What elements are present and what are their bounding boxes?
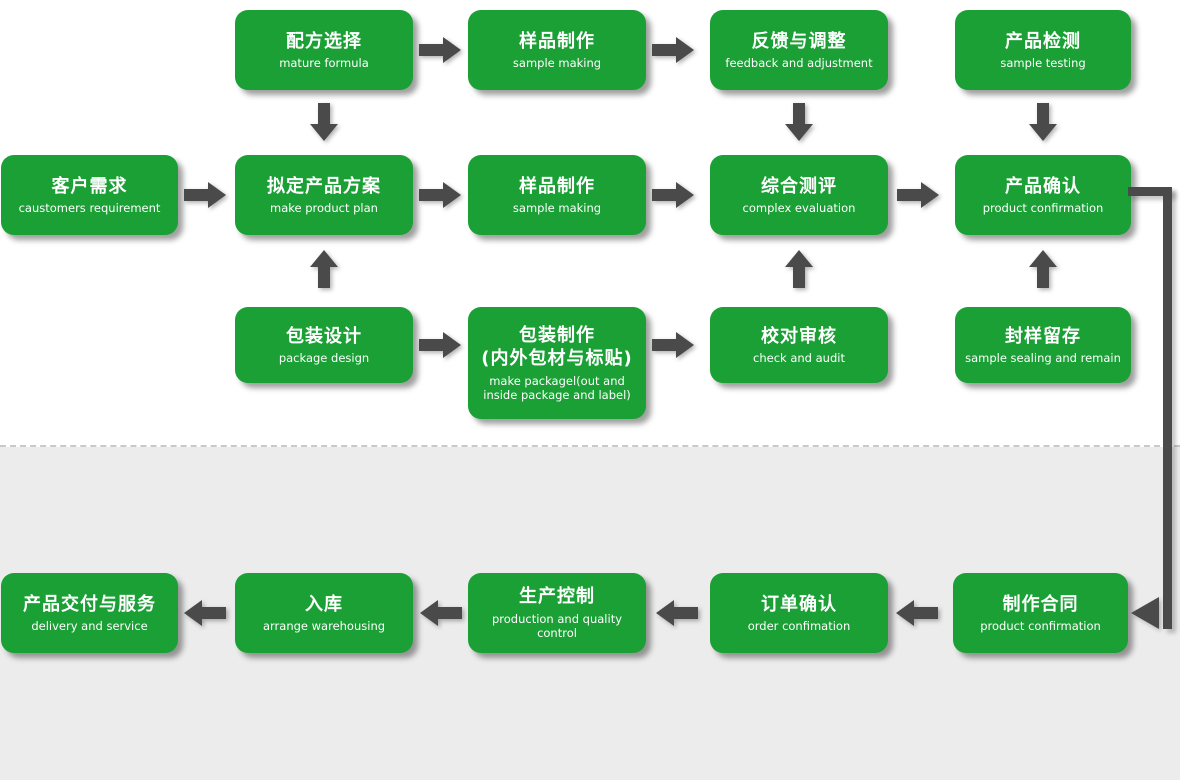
node-package-design: 包装设计 package design	[235, 307, 413, 383]
node-title: 校对审核	[761, 325, 837, 347]
arrow-up-icon	[310, 250, 338, 288]
node-subtitle: delivery and service	[31, 619, 148, 633]
node-subtitle: product confirmation	[980, 619, 1101, 633]
arrow-down-icon	[1029, 103, 1057, 141]
node-subtitle: package design	[278, 351, 370, 365]
node-product-testing: 产品检测 sample testing	[955, 10, 1131, 90]
node-subtitle: check and audit	[753, 351, 845, 365]
arrow-right-icon	[652, 37, 694, 63]
node-sample-sealing: 封样留存 sample sealing and remain	[955, 307, 1131, 383]
node-title: 拟定产品方案	[267, 175, 381, 197]
connector-horizontal-segment	[1128, 187, 1172, 196]
arrow-right-icon	[419, 37, 461, 63]
arrow-up-icon	[1029, 250, 1057, 288]
node-customer-requirement: 客户需求 caustomers requirement	[1, 155, 178, 235]
connector-vertical-segment	[1163, 187, 1172, 629]
node-make-contract: 制作合同 product confirmation	[953, 573, 1128, 653]
node-title: 产品确认	[1005, 175, 1081, 197]
node-title: 综合测评	[761, 175, 837, 197]
node-title: 样品制作	[519, 30, 595, 52]
section-divider-dashed-line	[0, 445, 1180, 447]
node-title: 制作合同	[1002, 593, 1079, 615]
node-subtitle: feedback and adjustment	[725, 56, 873, 70]
node-subtitle: sample sealing and remain	[965, 351, 1121, 365]
arrow-right-icon	[652, 332, 694, 358]
node-product-plan: 拟定产品方案 make product plan	[235, 155, 413, 235]
node-warehousing: 入库 arrange warehousing	[235, 573, 413, 653]
node-title: 生产控制	[519, 586, 595, 608]
arrow-right-icon	[419, 332, 461, 358]
node-sample-making-1: 样品制作 sample making	[468, 10, 646, 90]
node-formula-selection: 配方选择 mature formula	[235, 10, 413, 90]
node-complex-evaluation: 综合测评 complex evaluation	[710, 155, 888, 235]
arrow-left-icon	[420, 600, 462, 626]
node-title: 订单确认	[761, 593, 837, 615]
node-title: 包装设计	[286, 325, 362, 347]
node-subtitle: caustomers requirement	[18, 201, 161, 215]
arrow-right-icon	[897, 182, 939, 208]
node-product-confirmation-top: 产品确认 product confirmation	[955, 155, 1131, 235]
node-subtitle: production and quality control	[491, 611, 623, 641]
arrow-left-icon	[896, 600, 938, 626]
node-delivery-service: 产品交付与服务 delivery and service	[1, 573, 178, 653]
node-check-audit: 校对审核 check and audit	[710, 307, 888, 383]
node-title: 入库	[305, 593, 343, 615]
connector-arrowhead-left-icon	[1131, 597, 1159, 629]
node-sample-making-2: 样品制作 sample making	[468, 155, 646, 235]
node-order-confirmation: 订单确认 order confimation	[710, 573, 888, 653]
node-subtitle: make packagel(out and inside package and…	[483, 373, 631, 402]
arrow-left-icon	[656, 600, 698, 626]
arrow-up-icon	[785, 250, 813, 288]
node-title: 样品制作	[519, 175, 595, 197]
arrow-right-icon	[419, 182, 461, 208]
node-package-making: 包装制作 (内外包材与标贴) make packagel(out and ins…	[468, 307, 646, 419]
node-title: 客户需求	[51, 175, 128, 197]
node-subtitle: product confirmation	[982, 201, 1104, 215]
node-subtitle: order confimation	[747, 619, 851, 633]
node-title: 产品交付与服务	[23, 593, 156, 615]
node-production-control: 生产控制 production and quality control	[468, 573, 646, 653]
node-feedback-adjustment: 反馈与调整 feedback and adjustment	[710, 10, 888, 90]
node-title: 包装制作 (内外包材与标贴)	[481, 324, 633, 370]
arrow-down-icon	[310, 103, 338, 141]
node-title: 反馈与调整	[751, 30, 847, 52]
arrow-down-icon	[785, 103, 813, 141]
node-subtitle: sample making	[512, 56, 602, 70]
node-subtitle: make product plan	[270, 201, 378, 215]
node-subtitle: sample testing	[1000, 56, 1086, 70]
arrow-right-icon	[184, 182, 226, 208]
node-subtitle: complex evaluation	[742, 201, 856, 215]
arrow-right-icon	[652, 182, 694, 208]
node-title: 配方选择	[286, 30, 362, 52]
node-subtitle: mature formula	[279, 56, 369, 70]
node-subtitle: arrange warehousing	[262, 619, 386, 633]
node-title: 产品检测	[1005, 30, 1081, 52]
node-title: 封样留存	[1005, 325, 1081, 347]
node-subtitle: sample making	[512, 201, 602, 215]
arrow-left-icon	[184, 600, 226, 626]
